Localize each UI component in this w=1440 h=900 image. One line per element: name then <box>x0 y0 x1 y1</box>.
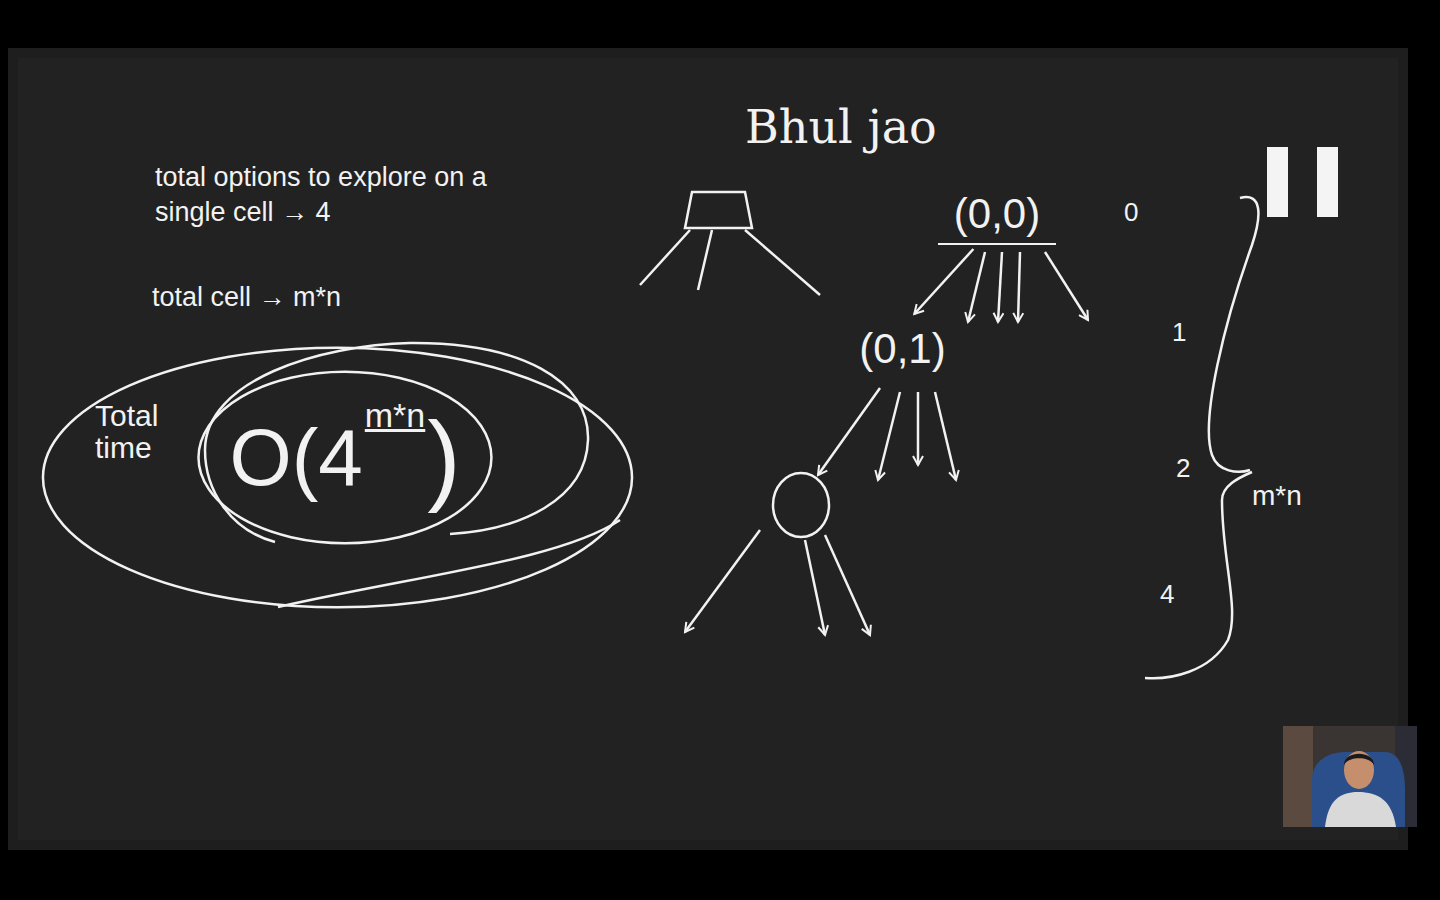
note-text: total options to explore on a single cel… <box>155 160 495 230</box>
complexity-text: O(4 <box>229 416 362 500</box>
branch-arrows <box>685 252 1088 635</box>
root-box <box>685 192 752 228</box>
complexity-text: ) <box>427 405 460 510</box>
text-holder: O(4m*n) <box>197 370 493 545</box>
level-number: 2 <box>1176 452 1190 486</box>
board-ground <box>8 48 1408 850</box>
scribble-stroke <box>278 520 620 607</box>
complexity-text: m*n <box>365 398 425 434</box>
text-holder: (0,0) <box>938 185 1056 243</box>
complexity-oval: O(4m*n) <box>197 370 493 545</box>
state-label: (0,0) <box>954 192 1040 236</box>
branch-lines <box>640 230 820 295</box>
level-brace <box>1209 197 1259 472</box>
state-node: (0,0) <box>938 185 1056 245</box>
empty-state-circle <box>773 473 829 537</box>
level-number: 1 <box>1172 316 1186 350</box>
level-brace <box>1145 472 1252 678</box>
board-inner <box>18 58 1398 840</box>
state-label: (0,1) <box>859 327 945 371</box>
heading-scribble: Bhul jao <box>745 98 937 158</box>
webcam-thumbnail <box>1283 726 1417 827</box>
text-holder: Total time <box>95 400 190 463</box>
scribble-oval <box>205 343 588 542</box>
pause-icon <box>1267 147 1288 217</box>
depth-label: m*n <box>1252 478 1302 514</box>
text-holder: (0,1) <box>853 318 951 380</box>
pause-icon <box>1317 147 1338 217</box>
note-text: total cell → m*n <box>152 280 341 315</box>
note-text: Total time <box>95 400 190 463</box>
level-number: 0 <box>1124 196 1138 230</box>
state-node: (0,1) <box>853 318 951 380</box>
tree-arrow <box>914 249 973 314</box>
level-number: 4 <box>1160 578 1174 612</box>
time-oval: Total timeO(4m*n) <box>40 345 635 610</box>
